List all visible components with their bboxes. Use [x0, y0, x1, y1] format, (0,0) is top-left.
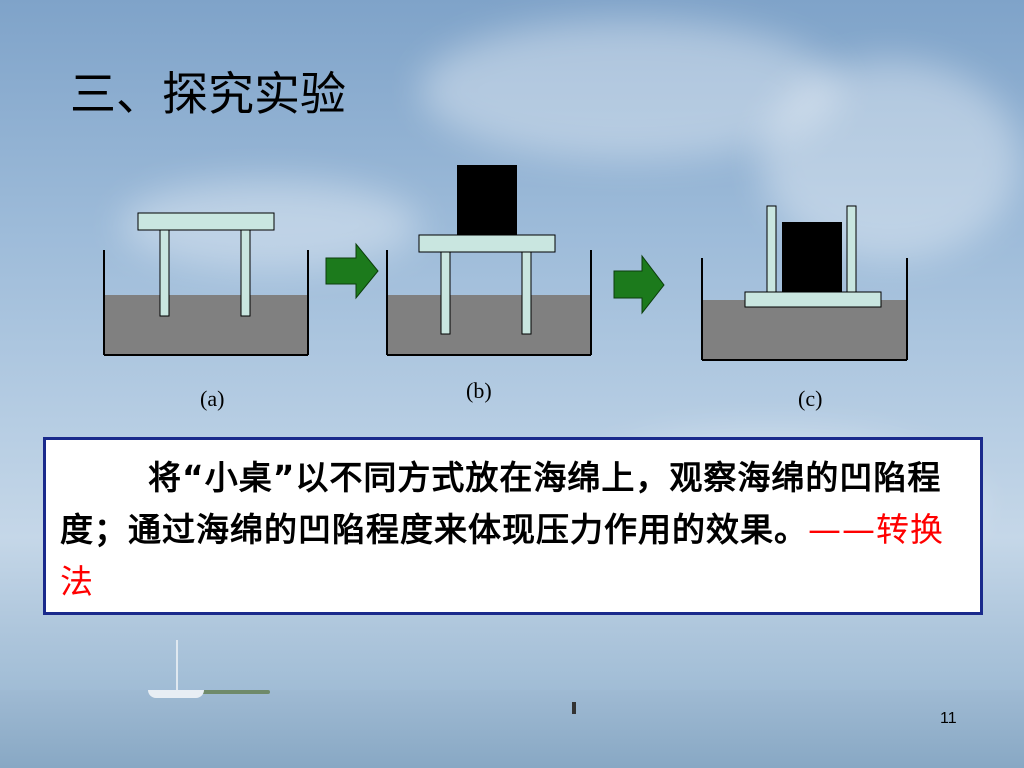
- background-cloud: [120, 180, 420, 270]
- method-name: 转换法: [60, 510, 944, 601]
- sponge-c: [702, 300, 907, 360]
- table-leg-right-b: [521, 251, 532, 335]
- sponge-b: [387, 295, 591, 355]
- description-text: 将“小桌”以不同方式放在海绵上，观察海绵的凹陷程度；通过海绵的凹陷程度来体现压力…: [60, 458, 942, 549]
- table-leg-left-c: [766, 205, 777, 295]
- page-number: 11: [940, 710, 957, 727]
- method-dash: ——: [808, 510, 876, 549]
- figure-label-a: (a): [200, 386, 225, 411]
- table-top-c: [744, 291, 882, 308]
- figure-label-c: (c): [798, 386, 823, 411]
- background-island: [200, 690, 270, 694]
- boat-mast: [176, 640, 178, 690]
- background-cloud: [420, 20, 840, 160]
- right-arrow-icon: [613, 254, 665, 315]
- description-box: 将“小桌”以不同方式放在海绵上，观察海绵的凹陷程度；通过海绵的凹陷程度来体现压力…: [43, 437, 983, 615]
- background-sea: [0, 690, 1024, 768]
- background-buoy: [572, 702, 576, 714]
- figure-label-b: (b): [466, 378, 492, 403]
- table-top-b: [418, 234, 556, 253]
- background-cloud: [760, 60, 1020, 260]
- background-boat: [148, 690, 204, 698]
- table-leg-left-b: [440, 251, 451, 335]
- sponge-a: [104, 295, 308, 355]
- setup-b: [386, 165, 592, 356]
- slide-title: 三、探究实验: [70, 67, 346, 121]
- weight-block-b: [457, 165, 517, 235]
